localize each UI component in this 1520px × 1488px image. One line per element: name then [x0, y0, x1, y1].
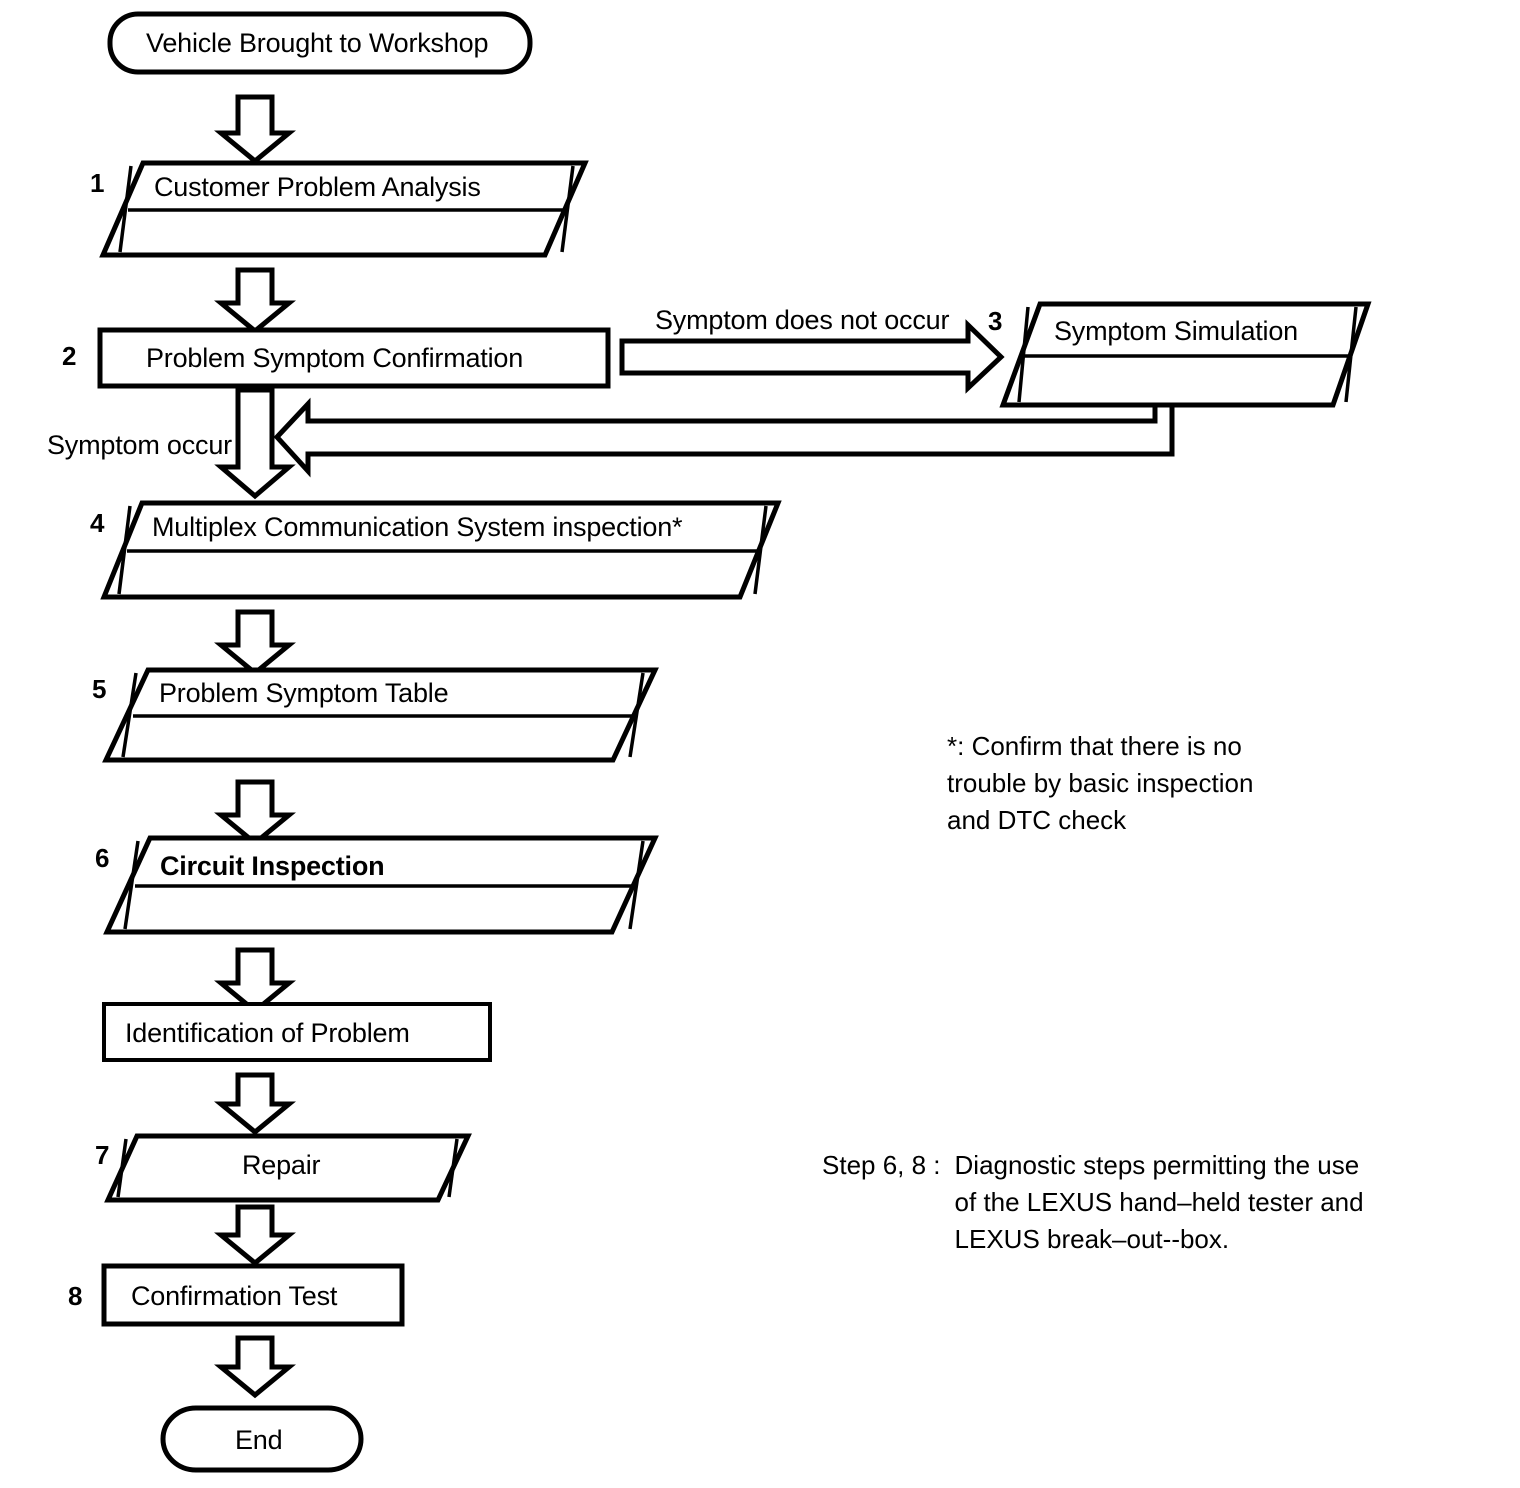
node-8-label: Confirmation Test — [131, 1281, 338, 1311]
node-3-left-rule — [1017, 306, 1030, 403]
node-1-label: Customer Problem Analysis — [154, 172, 481, 202]
node-7-shape[interactable] — [104, 1133, 472, 1203]
edge-label-symptom-occur: Symptom occur — [47, 430, 232, 460]
arrow-2-to-4 — [214, 387, 296, 500]
node-end-shape[interactable] — [160, 1405, 364, 1473]
node-2-label: Problem Symptom Confirmation — [146, 343, 524, 373]
node-5-right-rule — [628, 672, 645, 758]
node-identification-label: Identification of Problem — [125, 1018, 410, 1048]
node-2-shape[interactable] — [97, 327, 611, 389]
node-4-right-rule — [753, 505, 768, 595]
step-number-6: 6 — [95, 843, 110, 873]
node-4-left-rule — [117, 505, 132, 595]
node-8-shape[interactable] — [101, 1263, 405, 1327]
step-number-2: 2 — [62, 341, 77, 371]
edge-label-symptom-does-not-occur: Symptom does not occur — [655, 305, 950, 335]
step-note: Step 6, 8 : Diagnostic steps permitting … — [822, 1147, 1462, 1258]
step-number-5: 5 — [92, 674, 107, 704]
node-1-left-rule — [118, 165, 133, 253]
node-1-right-rule — [560, 165, 575, 253]
step-note-body: Diagnostic steps permitting the use of t… — [954, 1150, 1364, 1254]
arrow-2-to-3 — [619, 319, 1005, 394]
arrow-8-to-end — [214, 1335, 296, 1399]
node-7-right-rule — [447, 1138, 459, 1198]
arrow-identification-to-7 — [214, 1072, 296, 1136]
arrow-1-to-2 — [214, 267, 296, 335]
step-note-head: Step 6, 8 : — [822, 1150, 941, 1180]
step-number-1: 1 — [90, 168, 105, 198]
step-number-3: 3 — [988, 306, 1003, 336]
node-7-left-rule — [116, 1138, 128, 1198]
node-6-label: Circuit Inspection — [160, 851, 385, 881]
arrow-7-to-8 — [214, 1204, 296, 1267]
node-start-shape[interactable] — [107, 11, 533, 75]
arrow-4-to-5 — [214, 609, 296, 677]
node-6-right-rule — [628, 840, 645, 930]
node-4-label: Multiplex Communication System inspectio… — [152, 512, 683, 542]
node-5-left-rule — [121, 672, 138, 758]
node-identification-shape[interactable] — [102, 1002, 492, 1062]
arrow-5-to-6 — [214, 779, 296, 847]
asterisk-note: *: Confirm that there is no trouble by b… — [947, 731, 1254, 835]
node-6-left-rule — [123, 840, 140, 930]
step-number-8: 8 — [68, 1281, 83, 1311]
node-end-label: End — [235, 1425, 283, 1455]
node-start-label: Vehicle Brought to Workshop — [146, 28, 489, 58]
step-number-4: 4 — [90, 508, 105, 538]
node-5-label: Problem Symptom Table — [159, 678, 449, 708]
step-number-7: 7 — [95, 1140, 110, 1170]
node-7-label: Repair — [242, 1150, 321, 1180]
feedback-arrow-3-to-main — [273, 397, 1175, 478]
arrow-6-to-identification — [214, 947, 296, 1015]
arrow-start-to-1 — [214, 94, 296, 165]
node-3-label: Symptom Simulation — [1054, 316, 1298, 346]
